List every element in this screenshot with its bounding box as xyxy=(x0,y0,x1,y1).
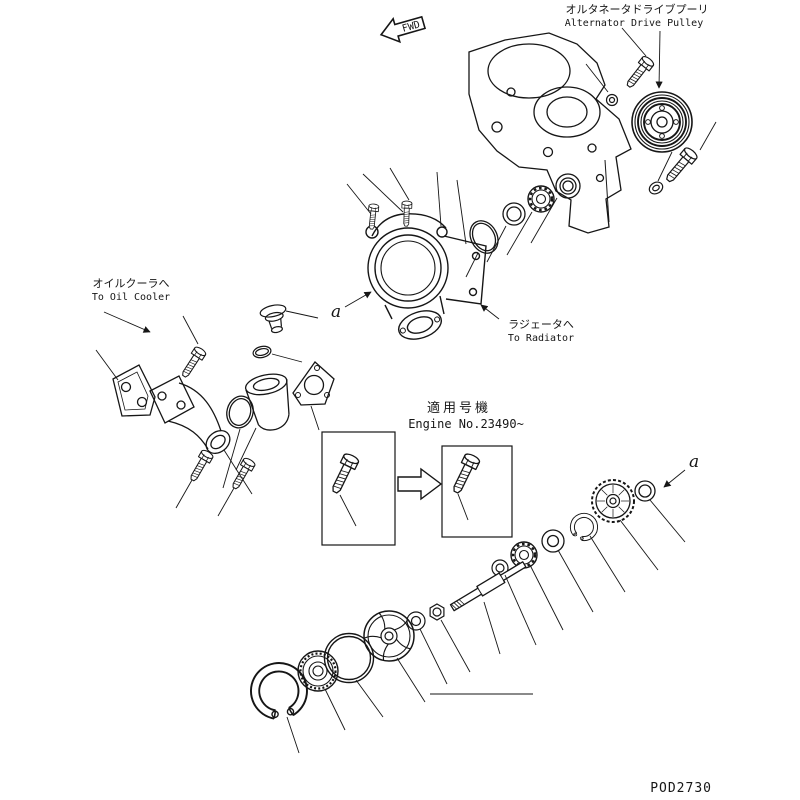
pulley-washer xyxy=(605,93,619,107)
view-ref-a-right: a xyxy=(663,452,699,488)
old-bolt xyxy=(327,451,361,497)
snap-ring-large xyxy=(239,651,319,731)
drive-gear xyxy=(591,479,635,523)
plug-o-ring xyxy=(252,345,272,359)
fwd-arrow: FWD xyxy=(379,15,427,44)
housing-screw-1 xyxy=(366,203,380,230)
alternator-pulley-label-en: Alternator Drive Pulley xyxy=(565,18,703,29)
bracket-washer xyxy=(648,181,664,195)
fwd-label: FWD xyxy=(401,19,421,35)
applicability-note: 適用号機 Engine No.23490~ xyxy=(408,400,524,431)
view-ref-a-left: a xyxy=(331,291,372,322)
applicability-jp: 適用号機 xyxy=(427,400,491,416)
oil-cooler-label: オイルクーラへ To Oil Cooler xyxy=(92,277,170,333)
thrust-washer xyxy=(541,529,565,553)
shaft-nut xyxy=(429,603,445,621)
new-bolt-box xyxy=(441,445,513,538)
snap-ring-small xyxy=(566,509,602,545)
alternator-pulley-label: オルタネータドライブプーリ Alternator Drive Pulley xyxy=(565,2,709,89)
engine-mounting-bracket xyxy=(468,32,632,234)
elbow-gasket xyxy=(112,364,156,417)
radiator-label: ラジェータへ To Radiator xyxy=(480,304,574,344)
impeller xyxy=(363,610,415,662)
change-arrow xyxy=(397,467,443,501)
oil-cooler-label-jp: オイルクーラへ xyxy=(93,277,170,290)
elbow-flange-bolt-1 xyxy=(186,448,215,484)
water-pump-housing xyxy=(365,213,487,340)
connector-gasket xyxy=(292,361,335,406)
connector-o-ring xyxy=(226,395,254,429)
new-bolt xyxy=(448,451,482,497)
water-connector xyxy=(244,373,290,431)
old-bolt-box xyxy=(321,431,396,546)
ref-a-left-label: a xyxy=(331,302,341,322)
pump-shaft xyxy=(449,561,527,612)
alternator-pulley-label-jp: オルタネータドライブプーリ xyxy=(566,2,709,16)
ref-a-right-label: a xyxy=(689,452,699,472)
radiator-label-jp: ラジェータへ xyxy=(508,318,574,331)
oil-cooler-label-en: To Oil Cooler xyxy=(92,292,170,303)
elbow-bolt xyxy=(178,344,208,381)
ball-bearing-front xyxy=(526,184,556,214)
oil-seal-front xyxy=(555,173,581,199)
elbow-flange-bolt-2 xyxy=(228,456,257,492)
drawing-code: POD2730 xyxy=(650,781,712,796)
o-ring-front xyxy=(469,220,499,254)
mechanical-seal xyxy=(297,650,339,692)
pulley-bolt xyxy=(622,54,656,91)
oil-cooler-elbow xyxy=(149,375,231,454)
spacer-ring-front xyxy=(502,202,526,226)
alternator-drive-pulley xyxy=(631,91,693,153)
leader-lines xyxy=(95,27,717,754)
applicability-en: Engine No.23490~ xyxy=(408,417,524,431)
radiator-label-en: To Radiator xyxy=(508,333,574,344)
shaft-bushing xyxy=(634,480,656,502)
filler-plug xyxy=(259,304,287,334)
